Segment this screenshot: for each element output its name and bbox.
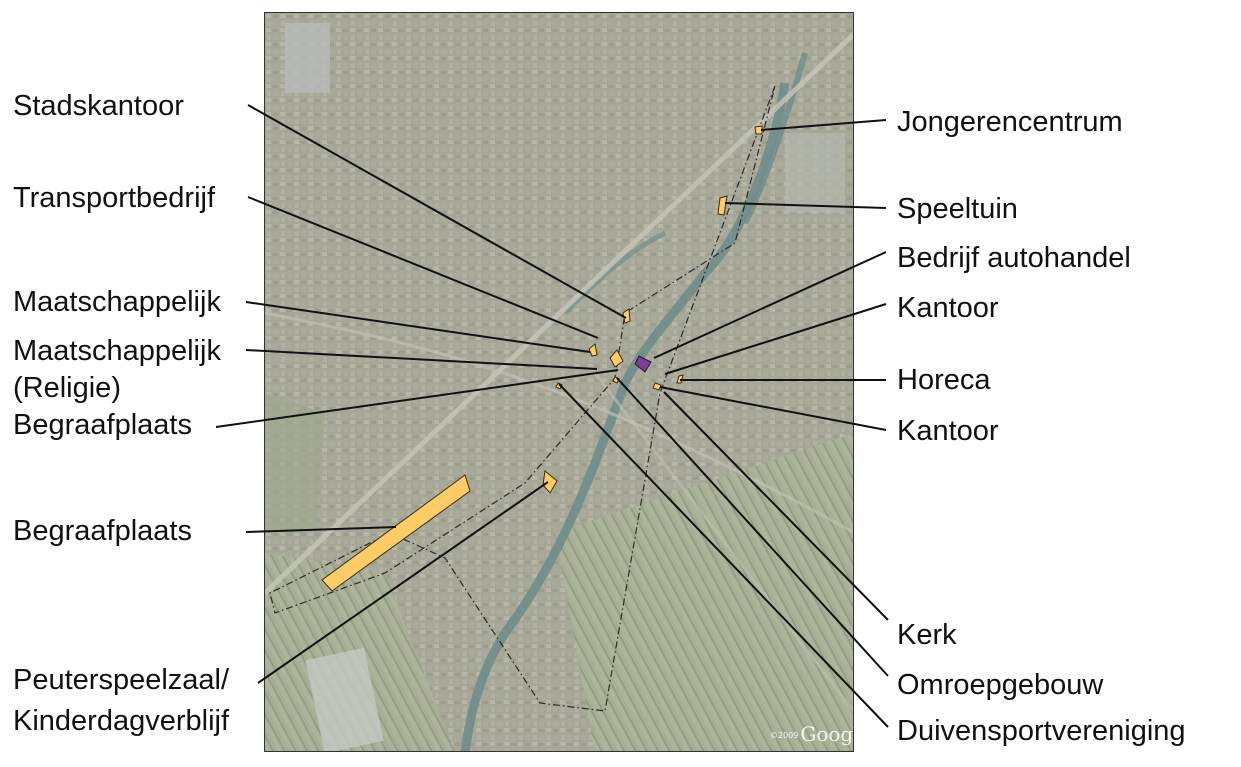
leader-kantoor-2 [659,386,887,431]
label-kantoor-1: Kantoor [897,292,999,324]
label-omroepgebouw: Omroepgebouw [897,669,1104,701]
label-jongerencentrum: Jongerencentrum [897,106,1123,138]
label-speeltuin: Speeltuin [897,193,1018,225]
begraafplaats-parcel [321,474,471,592]
label-maatschappelijk-religie: Maatschappelijk [13,335,221,367]
maatschappelijk-parcel [588,343,598,357]
leader-kerk [663,391,889,621]
kantoor-parcel [652,382,662,391]
label-kantoor-2: Kantoor [897,415,999,447]
leader-begraafplaats-1 [215,369,619,428]
label-peuterspeelzaal: Peuterspeelzaal/ [13,664,230,696]
label-transportbedrijf: Transportbedrijf [13,182,216,214]
leader-maatschappelijk [245,301,591,353]
leader-kantoor-1 [664,303,887,375]
peuterspeelzaal-parcel [542,470,558,494]
aerial-map [264,12,854,752]
label-bedrijf-autohandel: Bedrijf autohandel [897,242,1131,274]
begraafplaats-small-parcel [609,349,624,368]
label-duivensportvereniging: Duivensportvereniging [897,715,1186,747]
leader-begraafplaats-2 [245,526,397,533]
leader-speeltuin [724,202,887,209]
leader-stadskantoor [247,104,627,319]
leader-duivensportvereniging [558,383,889,728]
leader-transportbedrijf [247,196,599,339]
label-kinderdagverblijf: Kinderdagverblijf [13,705,230,737]
leader-jongerencentrum [760,119,887,131]
label-kerk: Kerk [897,619,957,651]
label-stadskantoor: Stadskantoor [13,90,184,122]
speeltuin-parcel [717,195,728,216]
label-maatschappelijk: Maatschappelijk [13,286,221,318]
label-begraafplaats-1: Begraafplaats [13,409,192,441]
leader-omroepgebouw [616,377,889,677]
label-horeca: Horeca [897,364,991,396]
label-religie: (Religie) [13,372,121,404]
leader-bedrijf-autohandel [653,251,887,359]
stadskantoor-parcel [622,308,631,324]
map-imagery [265,13,853,751]
autohandel-parcel [634,355,652,373]
leader-maatschappelijk-religie [245,349,598,370]
label-begraafplaats-2: Begraafplaats [13,515,192,547]
leader-peuterspeelzaal [257,481,549,684]
jongerencentrum-parcel [754,125,763,135]
